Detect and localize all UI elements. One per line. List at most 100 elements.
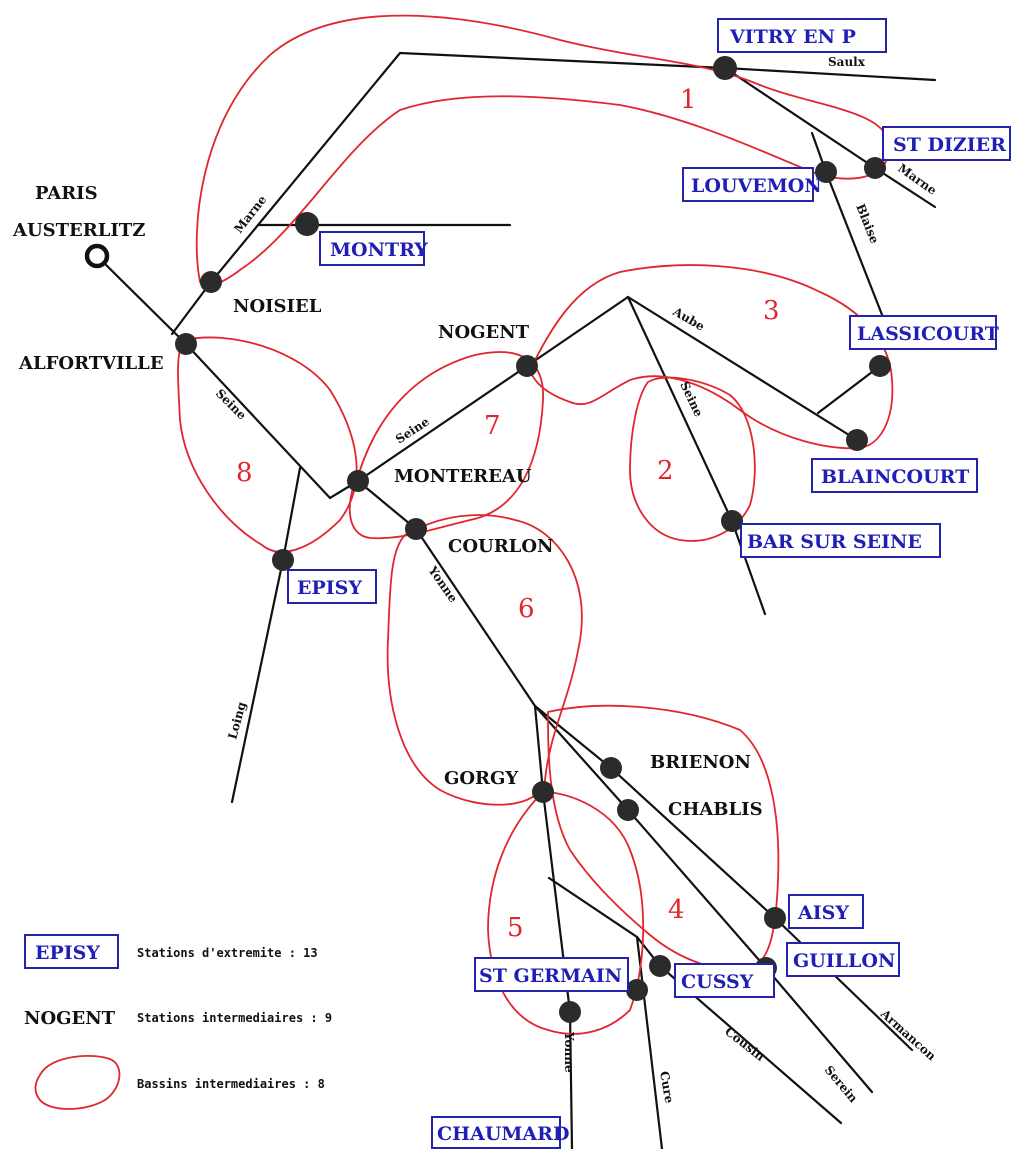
station-stgermain[interactable]: ST GERMAIN [474,957,629,992]
station-label-lassicourt: LASSICOURT [857,323,999,345]
river-seine-lower [184,342,360,500]
river-yonne-lower [533,704,574,1149]
river-label-saulx: Saulx [828,55,866,69]
station-marker-episy [272,549,294,571]
legend-end-text: Stations d'extremite : 13 [137,946,318,960]
station-marker-vitry [713,56,737,80]
station-marker-courlon [405,518,427,540]
basin-outline-5 [487,791,645,1035]
rivers-layer [95,51,937,1149]
station-marker-paris-austerlitz [84,243,110,269]
station-label-alfortville: ALFORTVILLE [18,353,164,374]
river-armancon [533,704,914,1052]
station-louvemon[interactable]: LOUVEMON [682,167,822,202]
basin-outline-1 [195,14,890,287]
basin-numbers: 1 2 3 4 5 6 7 8 [236,85,780,943]
station-marker-alfortville [175,333,197,355]
station-label-louvemon: LOUVEMON [691,175,822,197]
station-marker-noisiel [200,271,222,293]
river-label-cousin: Cousin [722,1024,767,1064]
station-marker-cussy [649,955,671,977]
station-label-episy: EPISY [297,577,362,599]
station-label-montry: MONTRY [330,239,428,261]
river-label-yonne-lower: Yonne [562,1031,576,1073]
station-label-austerlitz: AUSTERLITZ [12,220,145,241]
river-loing [230,466,302,804]
legend-basin: Bassins intermediaires : 8 [34,1055,325,1110]
basin-outline-2 [629,376,756,542]
station-marker-montry [295,212,319,236]
station-marker-stgermain [626,979,648,1001]
legend-basin-swatch [34,1055,121,1110]
station-marker-stdizier [864,157,886,179]
station-guillon[interactable]: GUILLON [786,942,900,977]
basin-number-7: 7 [484,411,501,441]
river-label-aube: Aube [670,304,708,334]
river-marne [170,51,937,336]
station-label-brienon: BRIENON [650,752,751,773]
river-label-marne-east: Marne [895,161,939,198]
basin-number-6: 6 [518,594,535,624]
river-lassicourt-branch [816,364,882,415]
station-label-cussy: CUSSY [681,971,754,993]
legend-int-sample: NOGENT [24,1008,116,1029]
station-marker-chaumard [559,1001,581,1023]
station-episy[interactable]: EPISY [287,569,377,604]
station-chaumard[interactable]: CHAUMARD [431,1116,569,1149]
station-barsurseine[interactable]: BAR SUR SEINE [740,523,941,558]
station-marker-chablis [617,799,639,821]
basin-outline-7 [348,351,544,540]
basin-number-8: 8 [236,458,253,488]
station-marker-lassicourt [869,355,891,377]
river-paris-alfortville [95,254,188,346]
basin-number-2: 2 [657,456,674,486]
river-label-marne-west: Marne [231,192,269,235]
legend-intermediate-station: NOGENT Stations intermediaires : 9 [24,1008,332,1029]
legend-end-station: EPISY Stations d'extremite : 13 [24,934,318,969]
station-label-gorgy: GORGY [444,768,519,789]
station-marker-barsurseine [721,510,743,532]
station-marker-brienon [600,757,622,779]
station-label-blaincourt: BLAINCOURT [821,466,969,488]
river-aube [626,295,859,442]
station-label-courlon: COURLON [448,536,553,557]
station-label-guillon: GUILLON [793,950,895,972]
river-seine-upper [626,295,767,616]
basin-outline-6 [386,514,583,806]
station-montry[interactable]: MONTRY [319,231,428,266]
station-marker-montereau [347,470,369,492]
basin-number-3: 3 [763,296,780,326]
river-label-armancon: Armancon [877,1006,938,1063]
river-cousin [547,876,843,1125]
river-serein [533,704,874,1094]
river-cure [635,935,664,1149]
basin-number-4: 4 [668,895,685,925]
station-marker-louvemon [815,161,837,183]
station-label-aisy: AISY [797,902,849,924]
station-label-stdizier: ST DIZIER [893,134,1006,156]
station-label-paris: PARIS [35,183,98,204]
basin-outline-3 [529,264,894,450]
legend-int-text: Stations intermediaires : 9 [137,1011,332,1025]
station-label-nogent: NOGENT [438,322,530,343]
river-label-seine-mid: Seine [393,414,432,446]
station-blaincourt[interactable]: BLAINCOURT [811,458,978,493]
station-marker-gorgy [532,781,554,803]
station-marker-nogent [516,355,538,377]
legend-basin-text: Bassins intermediaires : 8 [137,1077,325,1091]
station-label-noisiel: NOISIEL [233,296,322,317]
basin-number-1: 1 [680,85,697,115]
station-stdizier[interactable]: ST DIZIER [882,126,1011,161]
station-cussy[interactable]: CUSSY [674,963,775,998]
river-label-cure: Cure [657,1070,676,1105]
station-vitry[interactable]: VITRY EN P [717,18,887,53]
river-label-serein: Serein [822,1063,861,1106]
station-lassicourt[interactable]: LASSICOURT [849,315,999,350]
station-aisy[interactable]: AISY [788,894,864,929]
station-marker-aisy [764,907,786,929]
station-marker-blaincourt [846,429,868,451]
station-label-montereau: MONTEREAU [394,466,532,487]
station-label-barsurseine: BAR SUR SEINE [747,531,922,553]
basin-number-5: 5 [507,913,524,943]
